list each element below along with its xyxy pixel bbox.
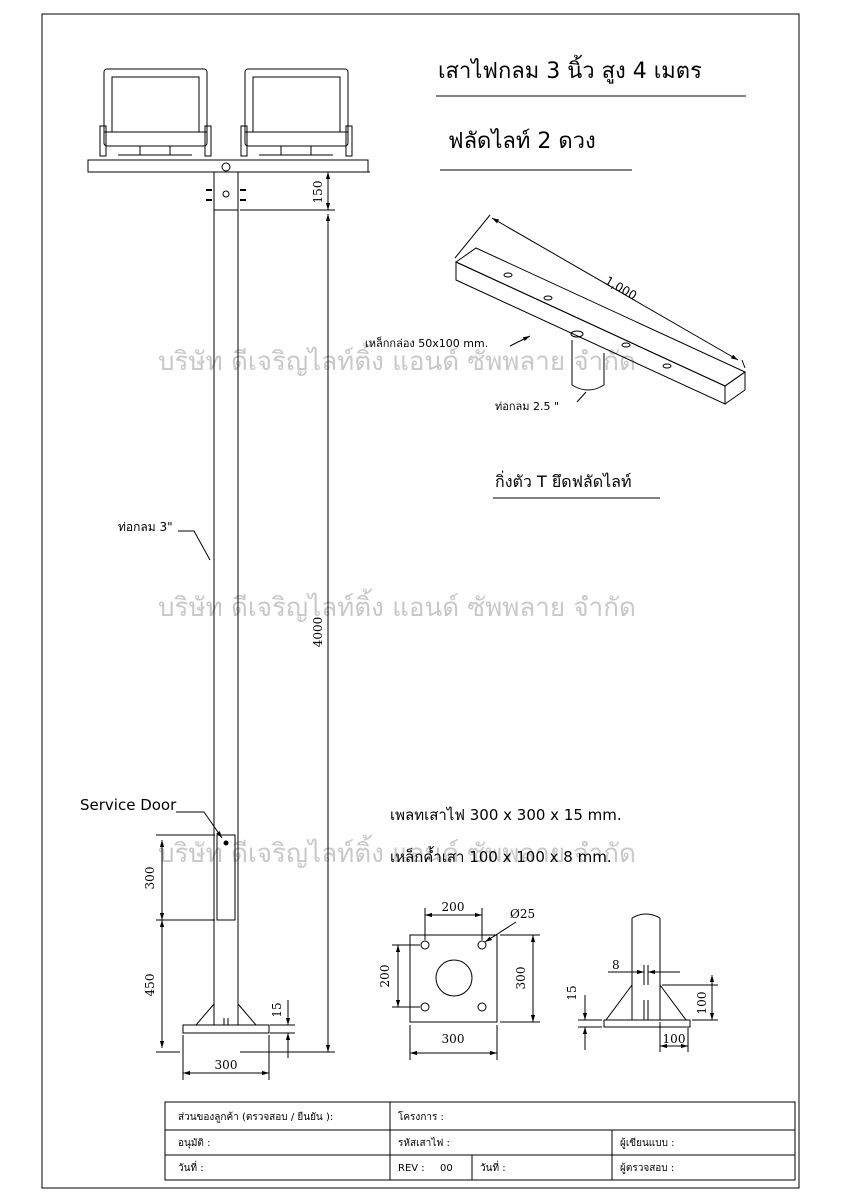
floodlight-left — [99, 68, 212, 157]
dim-base-width-text: 300 — [215, 1058, 238, 1072]
dim-base-width — [182, 1035, 270, 1080]
plan-hole-dia-text: Ø25 — [510, 907, 535, 921]
plate-spec-text: เพลทเสาไฟ 300 x 300 x 15 mm. — [390, 806, 622, 824]
dim-door — [156, 834, 215, 1053]
section-gusset-thk-text: 8 — [612, 958, 620, 972]
tb-rev-value: 00 — [440, 1163, 453, 1174]
main-title: เสาไฟกลม 3 นิ้ว สูง 4 เมตร — [438, 55, 702, 84]
base-plate-plan — [409, 934, 498, 1023]
t-bracket-bar — [87, 159, 369, 173]
tb-pole-code: รหัสเสาไฟ : — [398, 1137, 450, 1149]
bracket-caption: กิ่งตัว T ยึดฟลัดไลท์ — [495, 470, 632, 491]
tb-designer: ผู้เขียนแบบ : — [620, 1137, 675, 1149]
pole-shaft — [213, 210, 239, 1025]
plan-dims — [392, 908, 540, 1060]
tb-date1: วันที่ : — [178, 1160, 204, 1174]
bracket-pipe-leader — [576, 391, 587, 403]
section-plate-thk-text: 15 — [565, 985, 579, 1000]
title-block — [164, 1101, 796, 1181]
pole-head — [206, 171, 246, 211]
dim-bracket-ext-2 — [741, 359, 746, 369]
watermark-2: บริษัท ดีเจริญไลท์ติ้ง แอนด์ ซัพพลาย จำก… — [158, 588, 636, 623]
tb-date2: วันที่ : — [480, 1160, 506, 1174]
section-gusset-h-text: 100 — [695, 992, 709, 1015]
bracket-pipe-label: ท่อกลม 2.5 " — [495, 400, 559, 413]
plan-side-right-text: 300 — [514, 967, 528, 990]
plan-side-left-text: 200 — [378, 965, 392, 988]
tb-project: โครงการ : — [398, 1110, 444, 1123]
tb-customer: ส่วนของลูกค้า (ตรวจสอบ / ยืนยัน ): — [178, 1111, 333, 1123]
sub-title: ฟลัดไลท์ 2 ดวง — [448, 128, 596, 154]
floodlight-right — [240, 68, 353, 157]
bracket-box-steel-leader — [509, 335, 531, 347]
plan-hole-spacing-text: 200 — [442, 900, 465, 914]
plan-bottom-text: 300 — [442, 1032, 465, 1046]
bracket-box-steel-label: เหล็กกล่อง 50x100 mm. — [365, 336, 488, 350]
tb-checker: ผู้ตรวจสอบ : — [620, 1162, 674, 1174]
dim-plate — [270, 1000, 295, 1058]
bracket-length-text: 1,000 — [603, 273, 640, 302]
dim-door-base-text: 450 — [143, 974, 157, 997]
service-door-leader — [176, 811, 223, 839]
pole-pipe-leader — [178, 530, 211, 561]
sheet-border — [41, 13, 800, 1189]
service-door — [216, 834, 236, 921]
pole-pipe-label: ท่อกลม 3" — [118, 520, 173, 534]
tb-rev-label: REV : — [398, 1163, 425, 1174]
pole-base — [182, 1002, 270, 1034]
dim-bracket-length — [491, 217, 739, 361]
dim-height-text: 4000 — [311, 617, 325, 648]
tb-approve: อนุมัติ : — [178, 1138, 210, 1149]
section-gusset-w-text: 100 — [663, 1032, 686, 1046]
base-plate-section — [603, 913, 691, 1028]
service-door-label: Service Door — [80, 796, 177, 814]
dim-top-offset — [240, 171, 370, 211]
bracket-isometric — [455, 247, 746, 405]
dim-plate-text: 15 — [270, 1002, 284, 1017]
gusset-spec-text: เหล็กค้ำเสา 100 x 100 x 8 mm. — [390, 846, 612, 866]
section-dims — [578, 965, 718, 1052]
dim-top-offset-text: 150 — [311, 181, 325, 204]
dim-door-height-text: 300 — [143, 867, 157, 890]
dim-bracket-ext-1 — [454, 214, 491, 259]
